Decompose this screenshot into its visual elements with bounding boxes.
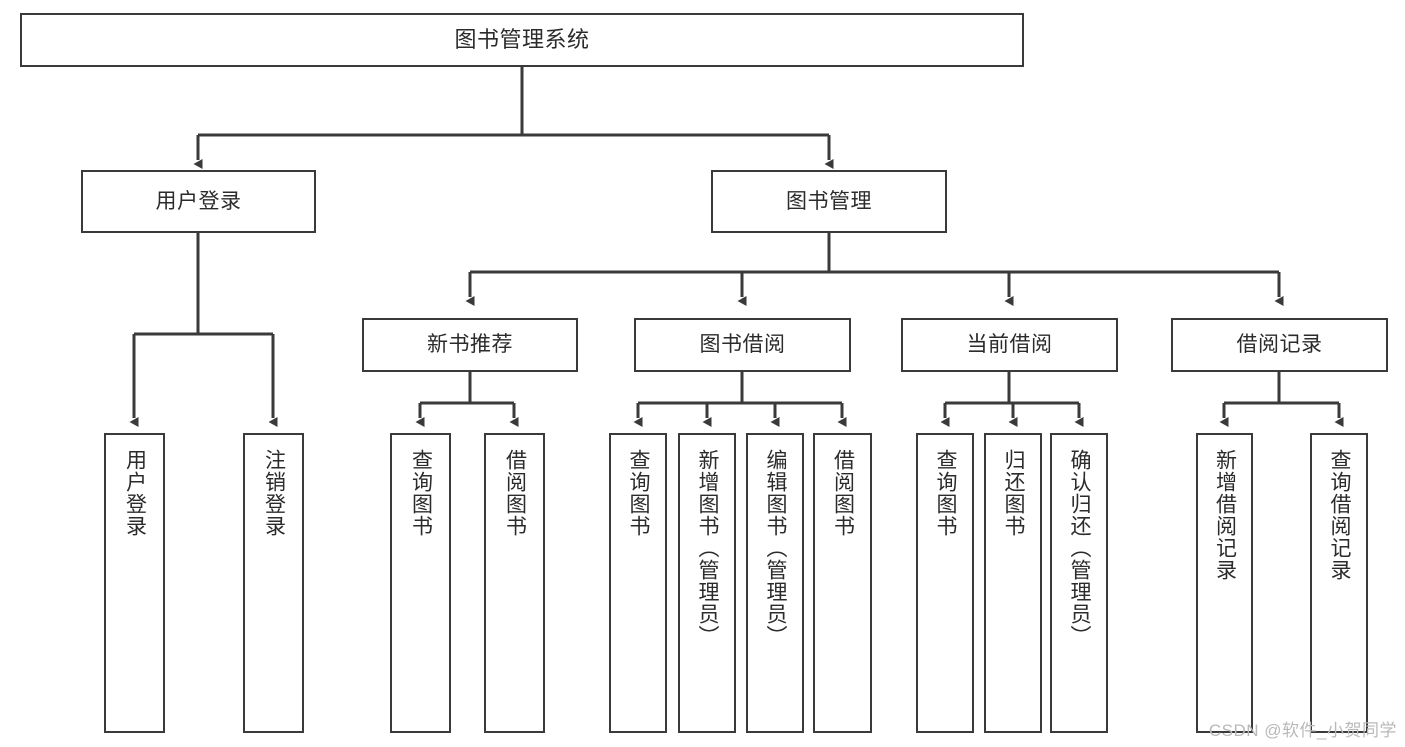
node-label: 用户登录 [123, 449, 147, 537]
leaf-bb-edit-book-admin[interactable]: 编辑图书（管理员） [746, 433, 804, 733]
node-label: 编辑图书（管理员） [764, 449, 788, 647]
node-label: 归还图书 [1002, 449, 1026, 537]
leaf-cb-confirm-return-admin[interactable]: 确认归还（管理员） [1050, 433, 1108, 733]
node-borrow-record[interactable]: 借阅记录 [1171, 318, 1388, 372]
node-label: 查询图书 [409, 449, 433, 537]
node-label: 用户登录 [155, 189, 242, 213]
node-label: 确认归还（管理员） [1068, 449, 1092, 647]
node-book-management[interactable]: 图书管理 [711, 170, 947, 233]
node-new-book-recommend[interactable]: 新书推荐 [362, 318, 578, 372]
node-label: 新增图书（管理员） [696, 449, 720, 647]
leaf-bb-add-book-admin[interactable]: 新增图书（管理员） [678, 433, 736, 733]
leaf-bb-query-book[interactable]: 查询图书 [609, 433, 667, 733]
node-label: 当前借阅 [966, 333, 1053, 357]
leaf-bb-borrow-book[interactable]: 借阅图书 [813, 433, 872, 733]
leaf-br-add-record[interactable]: 新增借阅记录 [1196, 433, 1253, 733]
node-label: 图书管理系统 [454, 26, 590, 52]
node-label: 查询图书 [627, 449, 651, 537]
node-label: 新书推荐 [427, 333, 513, 357]
node-current-borrow[interactable]: 当前借阅 [901, 318, 1118, 372]
node-label: 借阅记录 [1236, 333, 1323, 357]
leaf-cb-return-book[interactable]: 归还图书 [984, 433, 1042, 733]
node-label: 注销登录 [262, 449, 286, 537]
node-label: 查询借阅记录 [1328, 449, 1352, 581]
node-book-borrow[interactable]: 图书借阅 [634, 318, 851, 372]
csdn-watermark: CSDN @软件_小贺同学 [1208, 721, 1397, 740]
node-root-library-system[interactable]: 图书管理系统 [20, 13, 1024, 67]
leaf-br-query-record[interactable]: 查询借阅记录 [1310, 433, 1368, 733]
node-label: 借阅图书 [831, 449, 855, 537]
node-label: 图书借阅 [699, 333, 786, 357]
node-label: 新增借阅记录 [1213, 449, 1237, 581]
node-label: 查询图书 [934, 449, 958, 537]
leaf-logout[interactable]: 注销登录 [243, 433, 304, 733]
leaf-nb-query-book[interactable]: 查询图书 [390, 433, 451, 733]
node-label: 借阅图书 [503, 449, 527, 537]
leaf-user-login[interactable]: 用户登录 [104, 433, 165, 733]
node-user-login[interactable]: 用户登录 [81, 170, 316, 233]
leaf-cb-query-book[interactable]: 查询图书 [916, 433, 974, 733]
leaf-nb-borrow-book[interactable]: 借阅图书 [484, 433, 545, 733]
node-label: 图书管理 [786, 189, 872, 213]
